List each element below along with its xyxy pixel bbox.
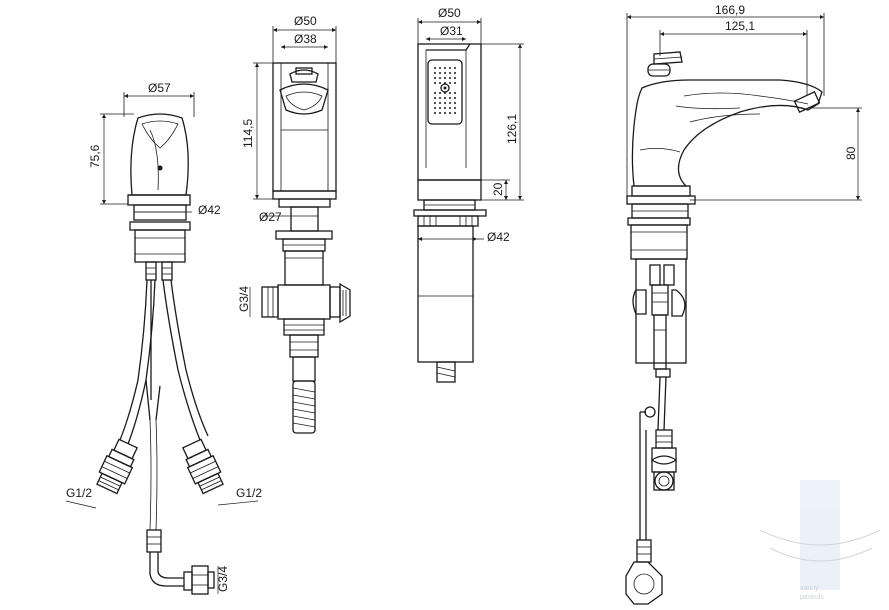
spray-head [427, 59, 463, 125]
watermark-brand-sub: paskuls [800, 594, 824, 601]
shower-view: Ø50 Ø31 126,1 20 [413, 6, 524, 383]
front-dim-height: 75,6 [88, 144, 102, 168]
section-dim-height: 114,5 [241, 119, 255, 148]
faucet-body [631, 79, 823, 187]
handle-body [130, 113, 189, 196]
section-thread-side: G3/4 [237, 286, 251, 312]
section-spiral-hose [292, 380, 316, 434]
front-dim-width-top: Ø57 [148, 81, 171, 95]
shower-dim-height: 126,1 [505, 114, 519, 144]
shower-dim-inner: Ø31 [440, 24, 463, 38]
side-view: 166,9 125,1 80 [625, 3, 862, 605]
spray-nozzles [434, 67, 456, 114]
side-dim-spout-length: 125,1 [725, 19, 755, 33]
front-dim-base: Ø42 [198, 203, 221, 217]
brand-watermark: vanny paskuls [759, 480, 881, 601]
section-view: Ø50 Ø38 114,5 Ø27 [237, 14, 351, 434]
shower-dim-base-height: 20 [491, 182, 505, 196]
front-thread-right: G1/2 [236, 486, 262, 500]
shower-dim-base: Ø42 [487, 230, 510, 244]
front-view: Ø57 75,6 Ø42 [65, 81, 262, 595]
side-dim-height: 80 [844, 146, 858, 160]
section-dim-outer: Ø50 [294, 14, 317, 28]
shower-dim-outer: Ø50 [438, 6, 461, 20]
section-dim-neck: Ø27 [259, 210, 282, 224]
watermark-brand: vanny [800, 585, 819, 592]
section-dim-inner: Ø38 [294, 32, 317, 46]
front-thread-bottom: G3/4 [216, 566, 230, 592]
front-thread-left: G1/2 [66, 486, 92, 500]
side-dim-total-length: 166,9 [715, 3, 745, 17]
